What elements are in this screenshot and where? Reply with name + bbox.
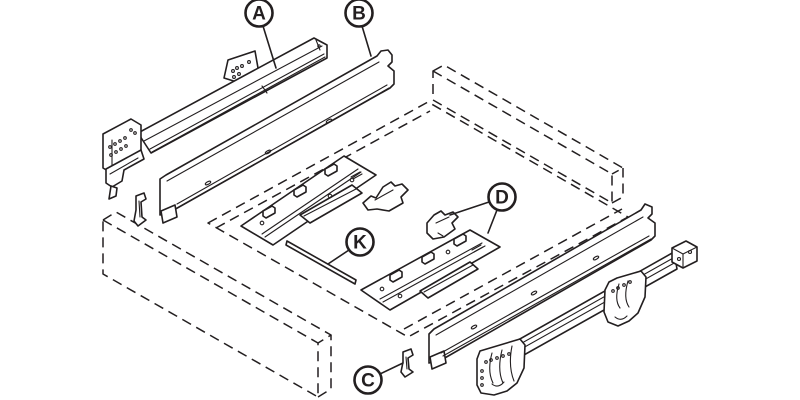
- callout-b: B: [344, 0, 374, 57]
- callout-c: C: [353, 362, 404, 395]
- callout-k: K: [327, 227, 375, 265]
- rod-part-k: [285, 240, 357, 285]
- drawer-runner-right: [476, 240, 698, 396]
- callout-c-leader: [379, 362, 404, 375]
- locking-device-plate-right: [360, 229, 501, 311]
- drawer-runner-left: [102, 37, 328, 200]
- bracket-upper: [362, 181, 409, 212]
- runner-right-front-bracket-detail: [480, 345, 515, 387]
- callout-d-leader-2: [487, 209, 498, 234]
- callout-d: D: [449, 182, 517, 234]
- bracket-lower: [426, 210, 459, 240]
- drawer-side-rail-right: [428, 203, 656, 370]
- callout-b-letter: B: [352, 4, 366, 25]
- callout-d-letter: D: [495, 188, 509, 209]
- callout-a-circle: [244, 0, 274, 28]
- drawer-front-panel-outline: [102, 211, 332, 398]
- callout-b-circle: [344, 0, 374, 28]
- runner-left-plate-holes: [231, 60, 251, 79]
- callout-a-leader: [262, 25, 277, 69]
- callout-k-circle: [345, 227, 375, 257]
- callout-a-letter: A: [252, 4, 266, 25]
- callout-c-circle: [353, 365, 383, 395]
- drawer-side-rail-left: [159, 49, 395, 224]
- callout-k-letter: K: [353, 233, 367, 254]
- callout-a: A: [244, 0, 277, 69]
- drawer-back-panel-outline: [432, 64, 624, 204]
- runner-right-middle-bracket-detail: [611, 280, 632, 320]
- locking-device-plate-left: [240, 155, 377, 246]
- callout-k-leader: [327, 249, 350, 265]
- callout-b-leader: [361, 25, 372, 57]
- clip-part-c: [400, 348, 414, 378]
- clip-left: [133, 192, 147, 227]
- callout-d-circle: [487, 182, 517, 212]
- callout-c-letter: C: [361, 371, 375, 392]
- callout-d-leader-1: [449, 201, 490, 216]
